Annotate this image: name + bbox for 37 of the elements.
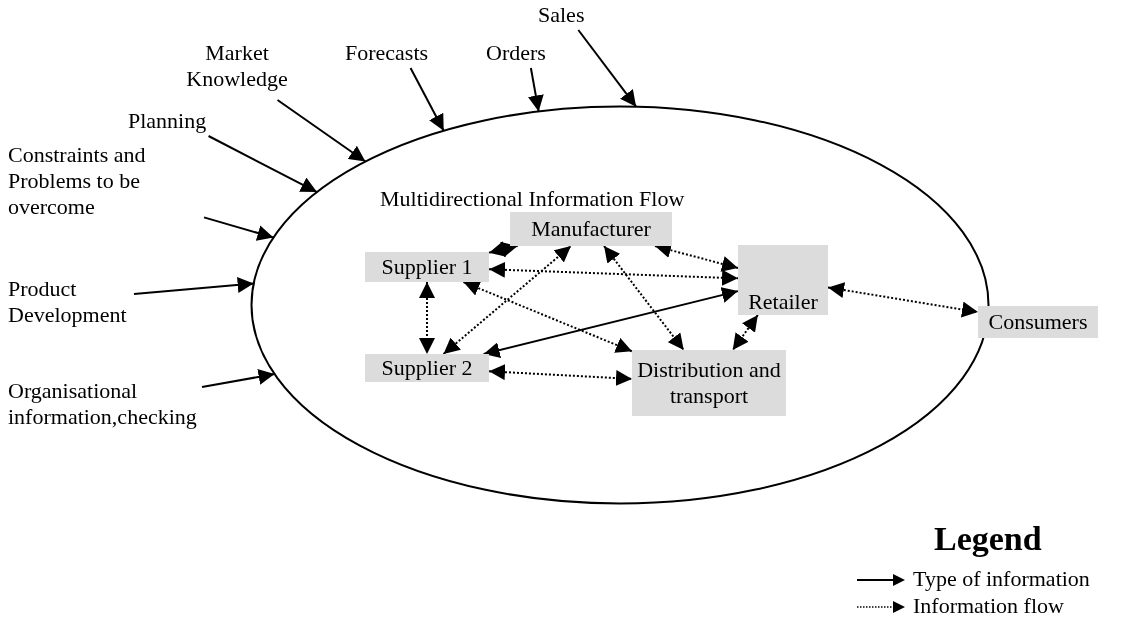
arrow — [577, 29, 638, 108]
arrow — [203, 216, 275, 241]
entity-box: Retailer — [738, 245, 828, 315]
entity-box: Manufacturer — [510, 212, 672, 246]
dotted-arrow — [442, 245, 572, 355]
dotted-arrow — [462, 280, 633, 353]
dotted-arrow — [488, 364, 633, 387]
legend-text: Information flow — [913, 593, 1064, 619]
legend-text: Type of information — [913, 566, 1090, 592]
input-label: Forecasts — [345, 40, 461, 68]
heading: Multidirectional Information Flow — [380, 186, 685, 212]
dotted-arrow — [419, 281, 435, 355]
dotted-arrow — [488, 241, 519, 258]
entity-box: Supplier 1 — [365, 252, 489, 282]
arrow — [409, 67, 445, 132]
arrow — [527, 67, 544, 113]
entity-box: Consumers — [978, 306, 1098, 338]
input-label: Constraints and Problems to be overcome — [8, 142, 204, 226]
ellipse-boundary — [250, 105, 990, 505]
input-label: Organisational information,checking — [8, 378, 202, 430]
arrow — [133, 276, 255, 295]
dotted-arrow — [731, 314, 759, 351]
input-label: Product Development — [8, 276, 134, 328]
arrow — [276, 99, 367, 163]
entity-box: Distribution and transport — [632, 350, 786, 416]
entity-box: Supplier 2 — [365, 354, 489, 382]
legend-heading: Legend — [934, 520, 1042, 558]
arrow — [201, 369, 276, 388]
dotted-arrow — [488, 261, 739, 286]
arrow — [482, 287, 739, 358]
input-label: Planning — [128, 108, 238, 136]
input-label: Orders — [486, 40, 570, 68]
arrow — [207, 135, 318, 194]
dotted-arrow — [603, 245, 685, 351]
dotted-arrow — [827, 282, 979, 318]
input-label: Market Knowledge — [166, 40, 308, 100]
input-label: Sales — [538, 2, 598, 30]
